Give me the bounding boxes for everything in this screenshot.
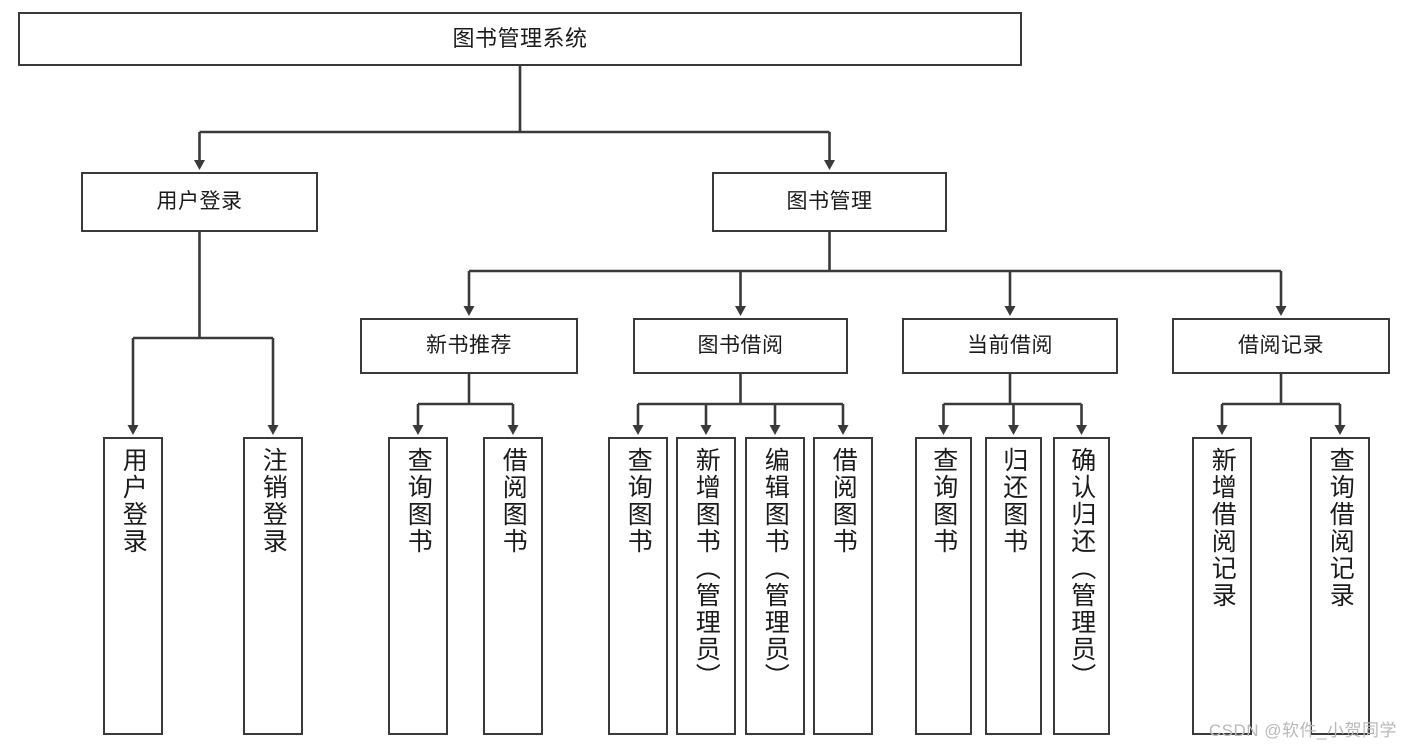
node-user-login[interactable]: 用户登录 [81, 172, 318, 232]
node-label: 编辑图书（管理员） [761, 447, 790, 690]
node-label: 查询图书 [624, 447, 653, 555]
node-label: 查询图书 [404, 447, 433, 555]
node-current-borrow[interactable]: 当前借阅 [902, 318, 1118, 374]
node-label: 新增图书（管理员） [692, 447, 721, 690]
node-label: 新书推荐 [426, 333, 512, 357]
node-label: 用户登录 [156, 189, 243, 213]
node-user-login-leaf[interactable]: 用户登录 [103, 437, 163, 735]
node-query-book-borrow[interactable]: 查询图书 [608, 437, 668, 735]
node-borrow-record[interactable]: 借阅记录 [1172, 318, 1390, 374]
node-label: 借阅图书 [499, 447, 528, 555]
node-label: 查询借阅记录 [1326, 447, 1355, 609]
node-label: 确认归还（管理员） [1067, 447, 1096, 690]
node-new-book-recommend[interactable]: 新书推荐 [360, 318, 578, 374]
node-label: 借阅记录 [1238, 333, 1324, 357]
node-logout-leaf[interactable]: 注销登录 [243, 437, 303, 735]
node-query-borrow-record[interactable]: 查询借阅记录 [1310, 437, 1370, 735]
node-label: 注销登录 [259, 447, 288, 555]
node-borrow-book-rec[interactable]: 借阅图书 [483, 437, 543, 735]
node-edit-book-admin[interactable]: 编辑图书（管理员） [745, 437, 805, 735]
node-query-book-rec[interactable]: 查询图书 [388, 437, 448, 735]
node-label: 图书管理 [786, 189, 873, 213]
node-label: 归还图书 [999, 447, 1028, 555]
node-book-manage[interactable]: 图书管理 [712, 172, 947, 232]
node-book-borrow[interactable]: 图书借阅 [633, 318, 848, 374]
node-query-book-current[interactable]: 查询图书 [915, 437, 972, 735]
node-borrow-book[interactable]: 借阅图书 [813, 437, 873, 735]
node-label: 借阅图书 [829, 447, 858, 555]
node-label: 新增借阅记录 [1208, 447, 1237, 609]
csdn-watermark: CSDN @软件_小贺同学 [1208, 721, 1397, 740]
node-label: 图书管理系统 [452, 26, 588, 52]
node-add-book-admin[interactable]: 新增图书（管理员） [676, 437, 736, 735]
node-label: 图书借阅 [697, 333, 784, 357]
node-confirm-return-admin[interactable]: 确认归还（管理员） [1053, 437, 1110, 735]
node-label: 当前借阅 [967, 333, 1053, 357]
node-return-book[interactable]: 归还图书 [985, 437, 1042, 735]
node-label: 查询图书 [929, 447, 958, 555]
node-root[interactable]: 图书管理系统 [18, 12, 1022, 66]
node-add-borrow-record[interactable]: 新增借阅记录 [1192, 437, 1252, 735]
node-label: 用户登录 [119, 447, 148, 555]
